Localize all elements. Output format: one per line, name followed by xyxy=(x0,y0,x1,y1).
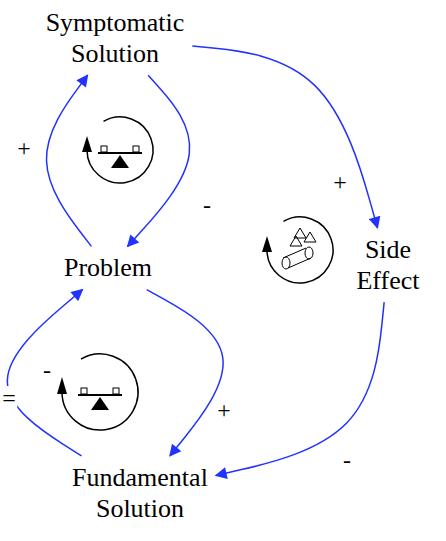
polarity-sign: - xyxy=(342,448,352,472)
variable-node: Fundamental Solution xyxy=(68,460,212,526)
polarity-sign: + xyxy=(16,136,32,160)
variable-name: Side Effect xyxy=(356,234,419,296)
variable-name: Problem xyxy=(64,252,152,283)
causal-link xyxy=(147,290,223,456)
variable-node: Side Effect xyxy=(352,232,423,298)
polarity-sign: - xyxy=(202,193,212,217)
balancing-loop-symbol xyxy=(82,117,153,183)
causal-link xyxy=(216,302,384,475)
polarity-sign: + xyxy=(332,170,348,194)
variable-name: Fundamental Solution xyxy=(72,462,208,524)
polarity-sign: + xyxy=(216,398,232,422)
reinforcing-loop-symbol xyxy=(262,217,333,283)
causal-link xyxy=(128,75,190,246)
variable-node: Symptomatic Solution xyxy=(42,5,189,71)
loop-polarity-sign: - xyxy=(42,358,52,382)
causal-link xyxy=(7,290,82,456)
balancing-loop-symbol xyxy=(57,354,138,430)
variable-name: Symptomatic Solution xyxy=(46,7,185,69)
causal-link xyxy=(192,46,377,228)
polarity-sign: = xyxy=(1,386,17,410)
variable-node: Problem xyxy=(60,250,156,285)
causal-link xyxy=(46,75,91,246)
